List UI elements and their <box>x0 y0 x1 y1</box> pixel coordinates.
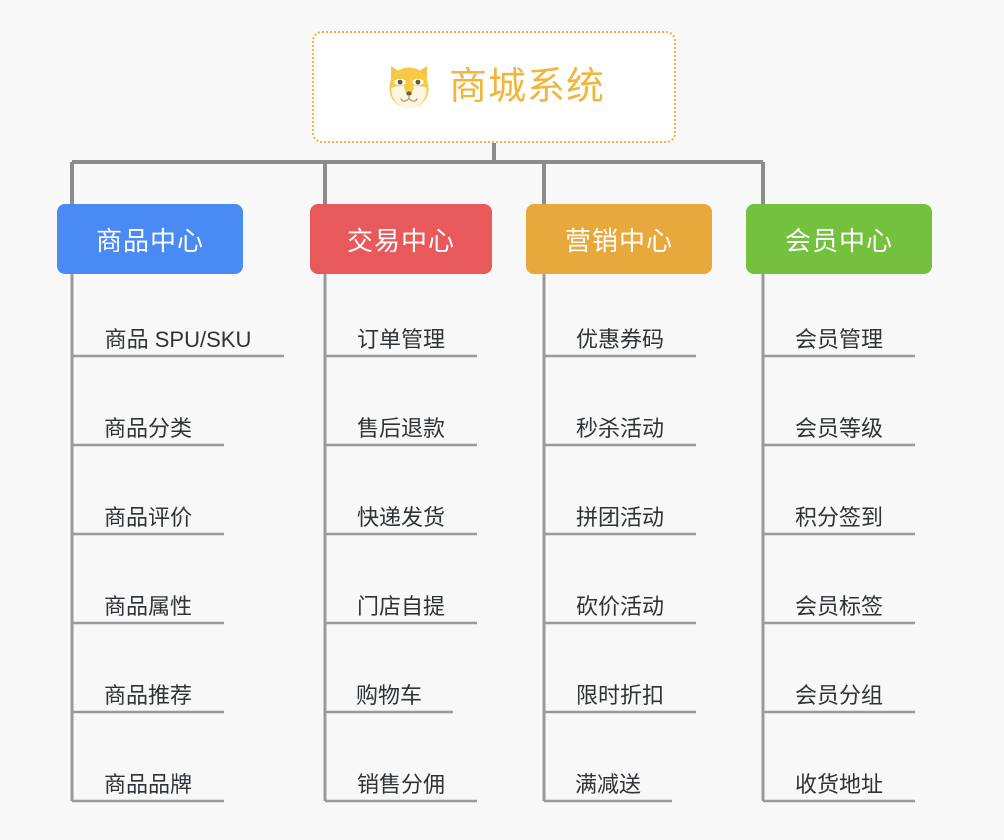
leaf-item-3-5[interactable]: 收货地址 <box>763 774 915 803</box>
leaf-item-label: 会员分组 <box>794 683 883 708</box>
leaf-item-3-1[interactable]: 会员等级 <box>763 418 915 447</box>
leaf-item-0-2[interactable]: 商品评价 <box>72 507 224 536</box>
leaf-item-label: 商品推荐 <box>103 683 192 708</box>
leaf-item-1-3[interactable]: 门店自提 <box>325 596 477 625</box>
leaf-item-1-0[interactable]: 订单管理 <box>325 329 477 358</box>
leaf-item-3-2[interactable]: 积分签到 <box>763 507 915 536</box>
leaf-item-label: 砍价活动 <box>575 594 664 619</box>
category-label: 商品中心 <box>95 225 204 256</box>
leaf-item-0-5[interactable]: 商品品牌 <box>72 774 224 803</box>
leaf-item-2-2[interactable]: 拼团活动 <box>544 507 696 536</box>
category-label: 交易中心 <box>346 225 455 256</box>
leaf-item-3-3[interactable]: 会员标签 <box>763 596 915 625</box>
category-label: 营销中心 <box>564 225 673 256</box>
leaf-item-2-0[interactable]: 优惠券码 <box>544 329 696 358</box>
leaf-item-label: 拼团活动 <box>575 505 664 530</box>
leaf-item-label: 会员管理 <box>794 327 883 352</box>
category-box-3[interactable]: 会员中心 <box>746 204 932 274</box>
leaf-item-label: 商品分类 <box>103 416 192 441</box>
category-label: 会员中心 <box>784 225 893 256</box>
leaf-item-label: 门店自提 <box>356 594 445 619</box>
leaf-item-2-4[interactable]: 限时折扣 <box>544 685 696 714</box>
leaf-item-label: 订单管理 <box>356 327 445 352</box>
leaf-item-0-0[interactable]: 商品 SPU/SKU <box>72 329 284 358</box>
leaf-item-1-5[interactable]: 销售分佣 <box>325 774 477 803</box>
leaf-item-0-4[interactable]: 商品推荐 <box>72 685 224 714</box>
leaf-item-1-4[interactable]: 购物车 <box>325 685 453 714</box>
leaf-item-label: 商品评价 <box>103 505 192 530</box>
category-box-0[interactable]: 商品中心 <box>57 204 243 274</box>
leaf-item-0-3[interactable]: 商品属性 <box>72 596 224 625</box>
leaf-item-label: 商品品牌 <box>103 772 192 797</box>
leaf-item-label: 满减送 <box>574 772 641 797</box>
leaf-item-label: 会员标签 <box>794 594 883 619</box>
leaf-item-label: 限时折扣 <box>575 683 664 708</box>
leaf-item-label: 收货地址 <box>794 772 883 797</box>
leaf-item-3-0[interactable]: 会员管理 <box>763 329 915 358</box>
leaf-item-label: 快递发货 <box>356 505 445 530</box>
leaf-item-label: 销售分佣 <box>356 772 445 797</box>
leaf-item-label: 购物车 <box>355 683 422 708</box>
root-title: 商城系统 <box>448 66 605 108</box>
leaf-item-3-4[interactable]: 会员分组 <box>763 685 915 714</box>
leaf-item-2-3[interactable]: 砍价活动 <box>544 596 696 625</box>
leaf-item-label: 会员等级 <box>794 416 883 441</box>
leaf-item-label: 商品属性 <box>103 594 192 619</box>
leaf-item-1-1[interactable]: 售后退款 <box>325 418 477 447</box>
leaf-item-0-1[interactable]: 商品分类 <box>72 418 224 447</box>
leaf-item-2-1[interactable]: 秒杀活动 <box>544 418 696 447</box>
shiba-dog-face-icon <box>389 65 429 109</box>
category-box-1[interactable]: 交易中心 <box>310 204 492 274</box>
leaf-item-label: 积分签到 <box>794 505 883 530</box>
leaf-item-2-5[interactable]: 满减送 <box>544 774 672 803</box>
leaf-item-1-2[interactable]: 快递发货 <box>325 507 477 536</box>
leaf-item-label: 优惠券码 <box>575 327 664 352</box>
category-box-2[interactable]: 营销中心 <box>526 204 712 274</box>
leaf-item-label: 秒杀活动 <box>575 416 664 441</box>
root-node[interactable]: 商城系统 <box>312 31 676 143</box>
leaf-item-label: 售后退款 <box>356 416 445 441</box>
leaf-item-label: 商品 SPU/SKU <box>104 327 252 352</box>
